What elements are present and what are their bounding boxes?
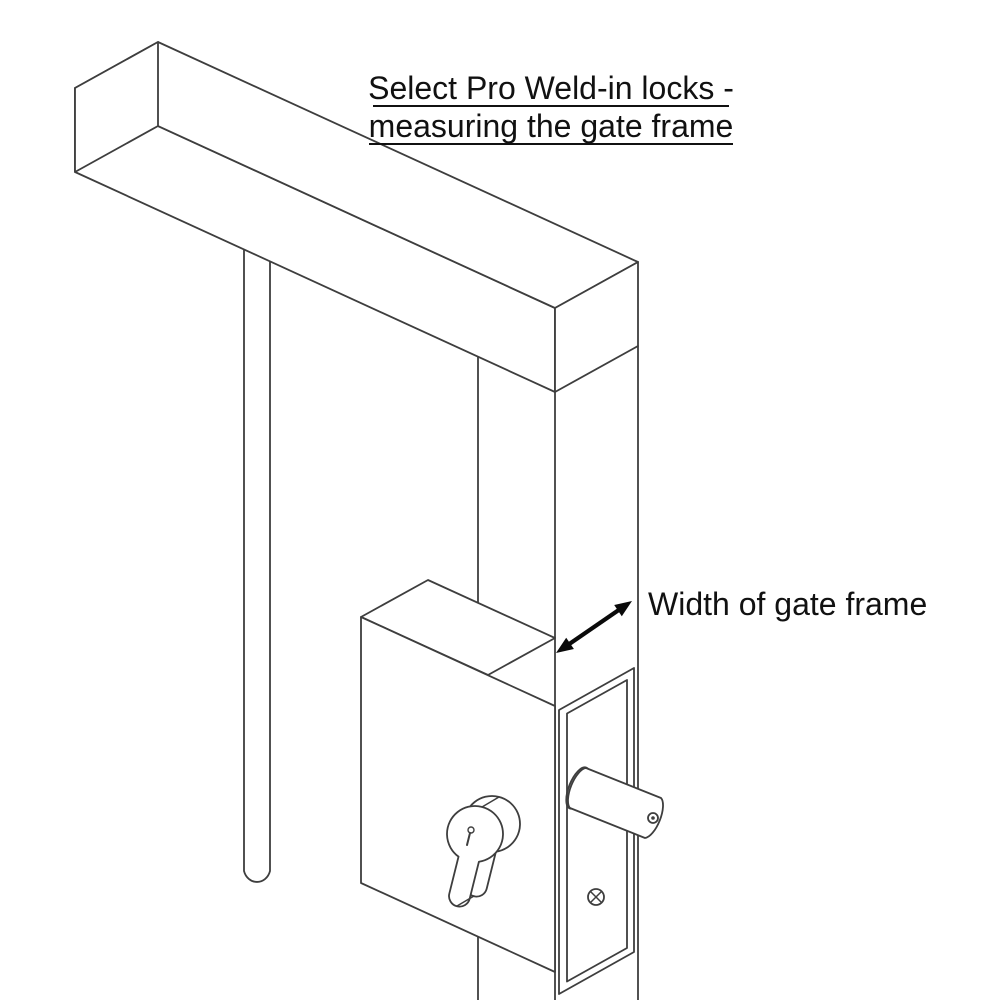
gate-drawing [74, 41, 664, 1000]
cylinder-front-profile [446, 805, 504, 908]
cylinder-bottom-edge [456, 895, 475, 907]
lock-body [360, 579, 556, 973]
width-arrow-shaft [560, 603, 628, 651]
cylinder-top-edge [481, 796, 500, 808]
faceplate-outer-edge [558, 667, 635, 995]
top-rail-left-end-face [74, 41, 159, 173]
width-arrow [556, 601, 632, 653]
faceplate-inner-edge [566, 679, 628, 983]
lock-faceplate [558, 667, 635, 995]
latch-tip-dot [651, 816, 655, 820]
latch-body [567, 767, 664, 839]
title-line-2: measuring the gate frame [369, 108, 734, 144]
keyway-slot [466, 832, 471, 846]
gate-top-rail [74, 41, 639, 393]
fixing-screw [587, 888, 605, 906]
screw-cross-slot-2 [589, 890, 603, 904]
title-line-1: Select Pro Weld-in locks - [368, 70, 734, 106]
lock-front-face [360, 616, 556, 973]
infill-bar [243, 242, 271, 883]
euro-cylinder [446, 795, 521, 908]
latch-bolt [565, 766, 664, 839]
width-of-gate-frame-label: Width of gate frame [648, 586, 927, 622]
title-block: Select Pro Weld-in locks - measuring the… [368, 70, 734, 145]
width-arrow-head-right [614, 601, 632, 617]
width-arrow-head-left [556, 637, 574, 653]
